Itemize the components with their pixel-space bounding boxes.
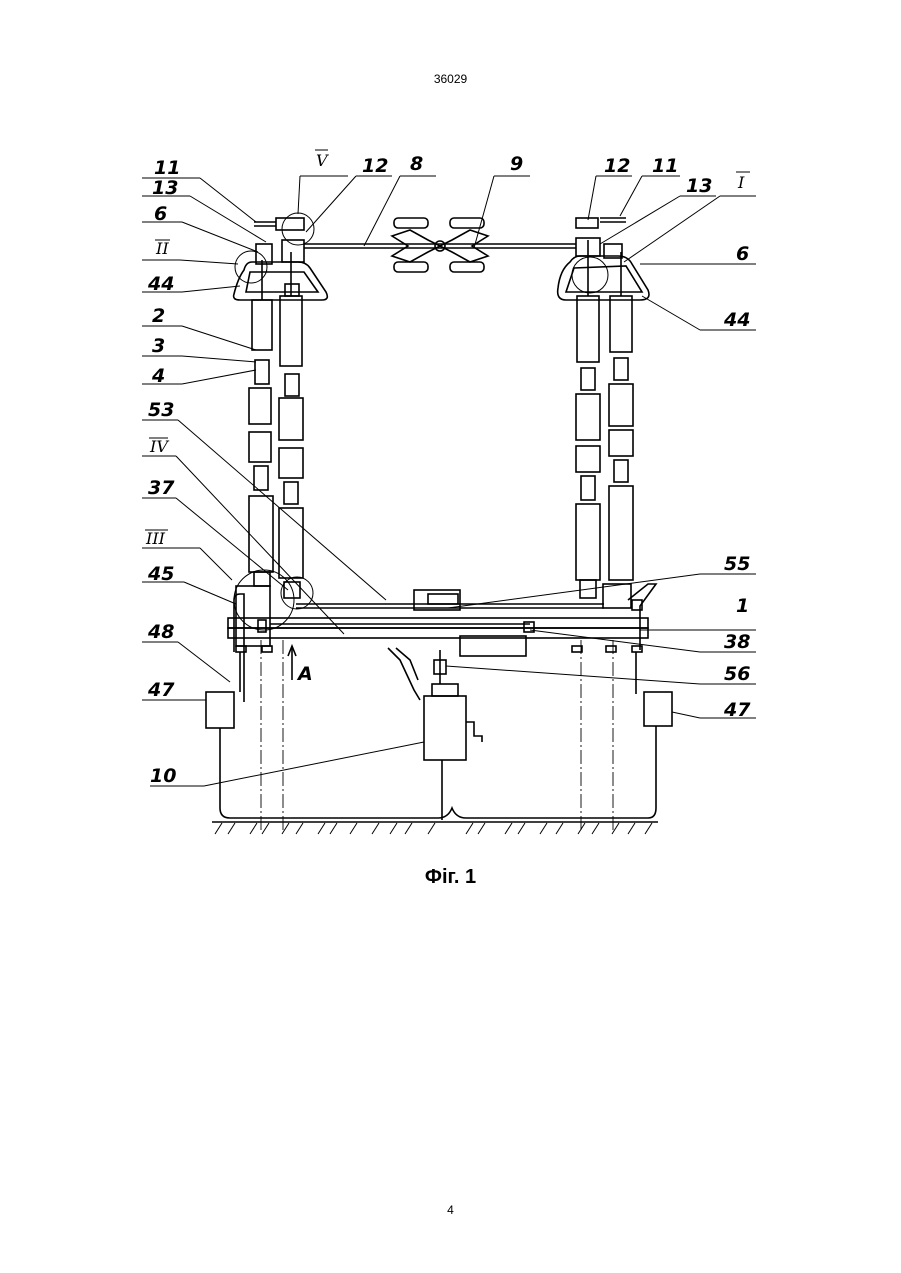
view-arrow-a (288, 646, 296, 680)
base-frame (228, 570, 656, 702)
label-6-right: 6 (736, 243, 749, 265)
label-9: 9 (510, 153, 523, 175)
roman-overbars (145, 150, 750, 530)
label-2: 2 (152, 305, 165, 327)
drive-unit (424, 650, 482, 820)
label-12-right: 12 (604, 155, 630, 177)
label-38: 38 (724, 631, 750, 653)
label-47-left: 47 (147, 679, 175, 701)
label-11-left: 11 (154, 157, 180, 179)
label-A: A (296, 663, 313, 685)
label-47-right: 47 (723, 699, 751, 721)
contact-knife (304, 218, 576, 272)
label-13-right: 13 (686, 175, 712, 197)
page-number: 4 (0, 1203, 901, 1217)
right-insulator-columns (576, 240, 633, 608)
label-56: 56 (724, 663, 750, 685)
label-II: II (155, 239, 169, 258)
label-8: 8 (410, 153, 423, 175)
label-13-left: 13 (152, 177, 178, 199)
label-10: 10 (150, 765, 176, 787)
axis-lines (261, 640, 613, 830)
label-I: I (737, 173, 745, 192)
label-4: 4 (151, 365, 165, 387)
label-III: III (145, 529, 166, 548)
label-V: V (316, 151, 329, 170)
label-3: 3 (152, 335, 165, 357)
label-53: 53 (148, 399, 174, 421)
leader-lines (142, 176, 530, 786)
label-55: 55 (724, 553, 750, 575)
label-11-right: 11 (652, 155, 678, 177)
top-heads (234, 213, 649, 300)
label-6-left: 6 (154, 203, 167, 225)
label-IV: IV (149, 437, 169, 456)
left-insulator-columns (249, 252, 303, 598)
figure-caption: Фіг. 1 (0, 866, 901, 889)
label-44-left: 44 (147, 273, 174, 295)
label-45: 45 (147, 563, 174, 585)
label-1: 1 (736, 595, 749, 617)
label-37: 37 (148, 477, 175, 499)
label-44-right: 44 (723, 309, 750, 331)
label-12-left: 12 (362, 155, 388, 177)
ground-line (212, 822, 658, 834)
label-48: 48 (147, 621, 174, 643)
